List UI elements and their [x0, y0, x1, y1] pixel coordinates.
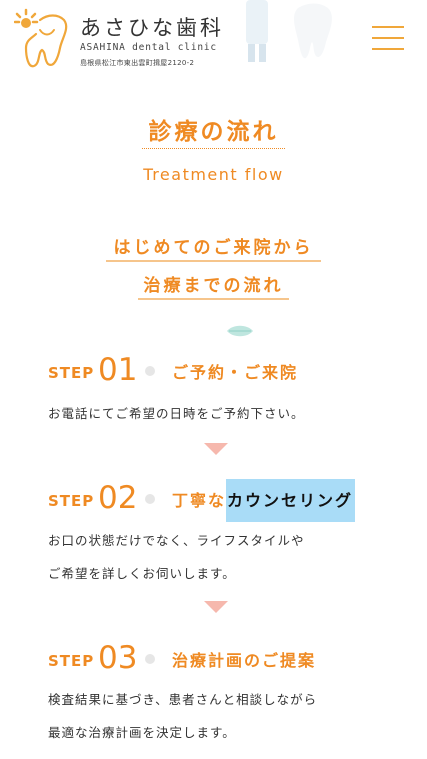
step-01-desc: お電話にてご希望の日時をご予約下さい。: [48, 406, 305, 421]
clinic-name[interactable]: あさひな歯科: [80, 16, 224, 40]
step-number: 02: [98, 480, 138, 516]
heading-underline: [106, 260, 321, 262]
step-title: ご予約・ご来院: [172, 363, 299, 382]
heading-underline: [138, 298, 289, 300]
step-01-header: STEP 01 ご予約・ご来院: [48, 348, 408, 388]
page-subtitle: Treatment flow: [143, 165, 284, 184]
step-dot-icon: [145, 366, 155, 376]
step-number: 03: [98, 640, 138, 676]
sun-tooth-logo-icon[interactable]: [14, 8, 72, 70]
arrow-down-icon: [204, 601, 228, 613]
step-number: 01: [98, 352, 138, 388]
step-label: STEP: [48, 364, 95, 382]
step-03-header: STEP 03 治療計画のご提案: [48, 636, 408, 676]
step-03-desc-line2: 最適な治療計画を決定します。: [48, 725, 236, 740]
leaf-ornament-icon: [227, 325, 253, 337]
step-title: 治療計画のご提案: [172, 651, 317, 670]
title-divider: [142, 148, 285, 149]
flow-heading-line2: 治療までの流れ: [143, 276, 284, 296]
site-header: あさひな歯科 ASAHINA dental clinic 島根県松江市東出雲町揖…: [0, 0, 427, 78]
step-title-selected-text: カウンセリング: [226, 479, 356, 522]
page-title: 診療の流れ: [148, 119, 279, 145]
clinic-address: 島根県松江市東出雲町揖屋2120-2: [80, 59, 195, 67]
dentist-illustration-icon: [246, 0, 332, 62]
step-label: STEP: [48, 492, 95, 510]
step-03-desc-line1: 検査結果に基づき、患者さんと相談しながら: [48, 692, 318, 707]
arrow-down-icon: [204, 443, 228, 455]
step-dot-icon: [145, 494, 155, 504]
step-title-prefix: 丁寧な: [172, 491, 227, 510]
step-dot-icon: [145, 654, 155, 664]
step-02-desc-line2: ご希望を詳しくお伺いします。: [48, 566, 236, 581]
step-02-desc-line1: お口の状態だけでなく、ライフスタイルや: [48, 533, 305, 548]
clinic-name-en: ASAHINA dental clinic: [80, 42, 217, 53]
step-02-header: STEP 02 丁寧なカウンセリング: [48, 476, 408, 522]
step-title: 丁寧なカウンセリング: [172, 479, 356, 522]
flow-heading-line1: はじめてのご来院から: [113, 238, 314, 258]
step-label: STEP: [48, 652, 95, 670]
hamburger-menu-icon[interactable]: [372, 26, 404, 50]
